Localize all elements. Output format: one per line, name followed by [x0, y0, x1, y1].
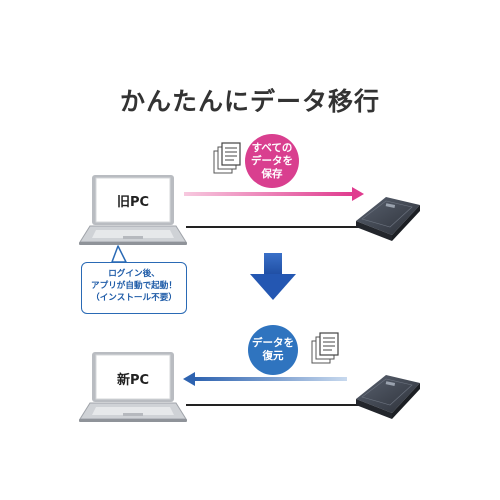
restore-bubble-line: データを	[252, 337, 294, 349]
restore-arrow	[183, 372, 347, 386]
page-title: かんたんにデータ移行	[119, 87, 380, 116]
old-laptop-icon	[79, 175, 187, 245]
documents-icon-bottom	[311, 332, 339, 364]
documents-icon-top	[213, 142, 241, 174]
login-callout: ログイン後、 アプリが自動で起動！ （インストール不要）	[81, 262, 187, 314]
save-bubble-line: 保存	[261, 167, 283, 180]
new-laptop-icon	[79, 352, 187, 422]
save-bubble-line: データを	[251, 154, 293, 167]
new-pc-label: 新PC	[116, 373, 150, 388]
callout-line: （インストール不要）	[91, 293, 177, 303]
external-drive-icon-top	[356, 197, 420, 241]
save-bubble-line: すべての	[251, 141, 293, 154]
save-arrow	[184, 187, 364, 201]
restore-bubble-line: 復元	[262, 350, 284, 362]
external-drive-icon-bottom	[356, 375, 420, 419]
old-pc-label: 旧PC	[116, 195, 150, 210]
callout-line: ログイン後、	[108, 269, 160, 279]
callout-line: アプリが自動で起動！	[91, 281, 177, 291]
save-bubble: すべての データを 保存	[245, 134, 299, 188]
restore-bubble: データを 復元	[248, 325, 298, 375]
down-arrow-icon	[250, 253, 296, 300]
